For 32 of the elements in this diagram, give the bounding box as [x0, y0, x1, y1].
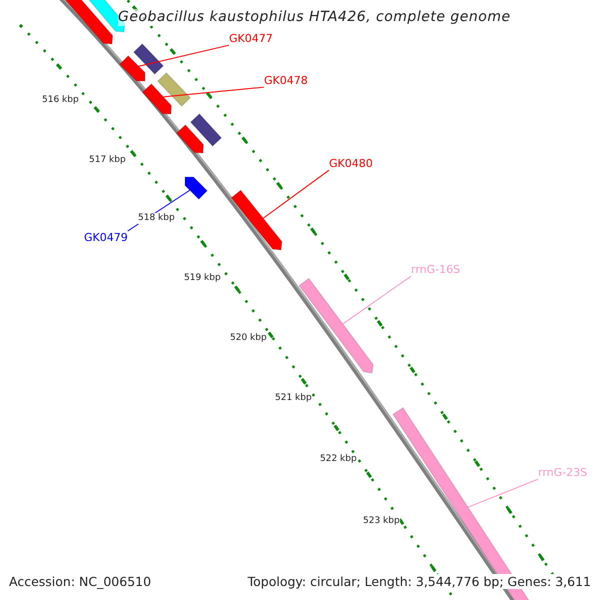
- gene-segment: [298, 278, 374, 374]
- gene-segment: [157, 72, 191, 107]
- accession-text: Accession: NC_006510: [9, 574, 152, 589]
- gene-segment: [176, 124, 204, 154]
- gene-label: rrnG-16S: [411, 263, 460, 276]
- gene-segment: [119, 55, 146, 82]
- gene-segment: [142, 83, 172, 115]
- tick-label: 520 kbp: [230, 333, 267, 344]
- gene-label: GK0477: [229, 32, 273, 46]
- leader-line: [138, 44, 230, 67]
- tick-label: 523 kbp: [363, 516, 400, 527]
- gene-segment: [230, 190, 282, 251]
- leader-line: [342, 276, 412, 324]
- leader-line: [162, 86, 264, 98]
- leader-line: [468, 478, 538, 508]
- tick-label: 519 kbp: [184, 273, 221, 284]
- gene-label: rrnG-23S: [538, 466, 588, 480]
- tick-label: 516 kbp: [42, 95, 79, 106]
- tick-label: 517 kbp: [89, 155, 126, 166]
- leader-line: [262, 170, 330, 219]
- tick-label: 521 kbp: [275, 393, 312, 404]
- gene-segment: [190, 113, 222, 147]
- gene-segment: [64, 0, 114, 45]
- tick-label: 522 kbp: [320, 454, 357, 465]
- gene-label: GK0480: [329, 157, 373, 170]
- gene-segment: [184, 176, 208, 200]
- title: Geobacillus kaustophilus HTA426, complete genome: [118, 9, 511, 26]
- tick-label: 518 kbp: [138, 213, 175, 224]
- gene-label: GK0478: [264, 74, 308, 88]
- genome-stats-text: Topology: circular; Length: 3,544,776 bp; Genes: 3,611: [248, 574, 591, 589]
- gene-label: GK0479: [84, 231, 128, 244]
- gene-segment: [133, 43, 164, 75]
